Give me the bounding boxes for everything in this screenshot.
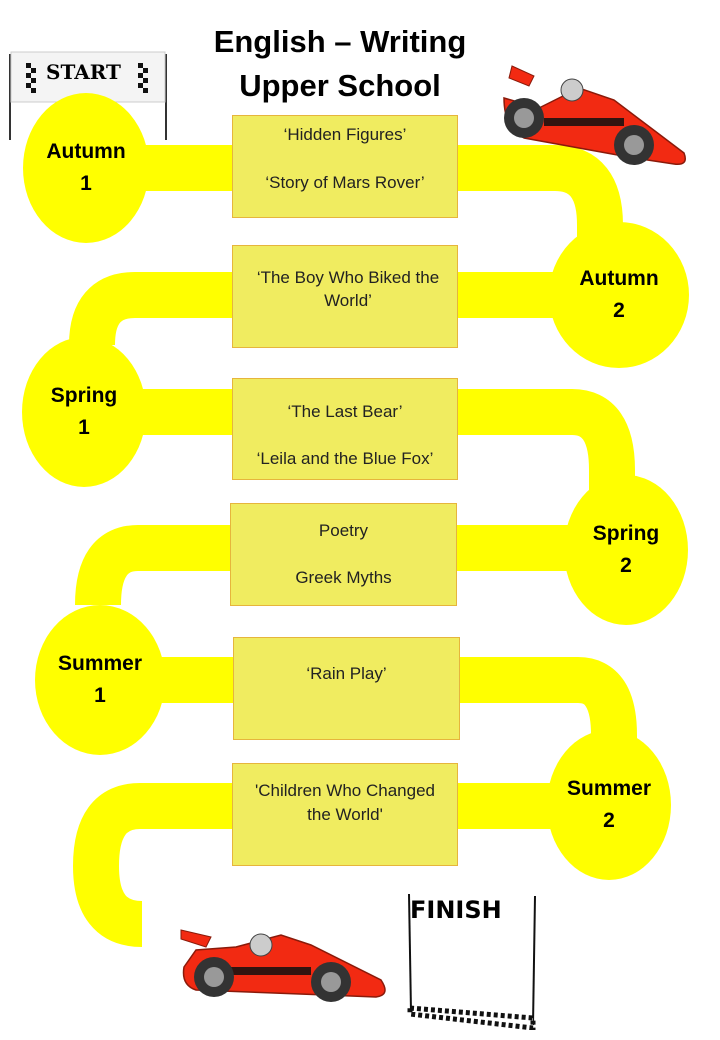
term-name: Spring [592, 522, 660, 545]
term-number: 1 [80, 172, 92, 195]
term-number: 2 [603, 809, 615, 832]
term-autumn-1: Autumn 1 [23, 93, 149, 243]
track-segment-2 [69, 272, 619, 346]
topic: Poetry [318, 521, 369, 540]
term-spring-1: Spring 1 [22, 337, 146, 487]
term-spring-2: Spring 2 [564, 475, 688, 625]
topic: ‘Hidden Figures’ [283, 125, 407, 144]
topic: ‘Leila and the Blue Fox’ [256, 449, 434, 468]
title-line-1: English – Writing [213, 24, 467, 59]
term-number: 2 [620, 554, 632, 577]
topic: ‘Rain Play’ [306, 664, 387, 683]
title-line-2: Upper School [239, 68, 441, 103]
finish-banner: FINISH [405, 890, 540, 1030]
topic: ‘The Boy Who Biked the World’ [256, 268, 440, 310]
term-number: 2 [613, 299, 625, 322]
term-number: 1 [78, 416, 90, 439]
term-name: Summer [57, 652, 143, 675]
topic-box-autumn-1: ‘Hidden Figures’ ‘Story of Mars Rover’ [232, 115, 458, 218]
topic-box-autumn-2: ‘The Boy Who Biked the World’ [232, 245, 458, 348]
topic-box-summer-2: 'Children Who Changed the World' [232, 763, 458, 866]
topic-box-spring-2: Poetry Greek Myths [230, 503, 457, 606]
track-segment-6 [72, 783, 609, 947]
term-name: Spring [50, 384, 118, 407]
topic: Greek Myths [295, 568, 392, 587]
term-number: 1 [94, 684, 106, 707]
term-summer-1: Summer 1 [35, 605, 165, 755]
track-segment-3 [84, 389, 635, 490]
topic: ‘Story of Mars Rover’ [265, 173, 425, 192]
term-autumn-2: Autumn 2 [549, 222, 689, 368]
finish-label: FINISH [410, 896, 502, 924]
term-summer-2: Summer 2 [547, 730, 671, 880]
term-name: Summer [566, 777, 652, 800]
race-car-icon [180, 929, 386, 1002]
topic-box-summer-1: ‘Rain Play’ [233, 637, 460, 740]
term-name: Autumn [579, 267, 659, 290]
topic: 'Children Who Changed the World' [255, 781, 435, 824]
term-name: Autumn [46, 140, 126, 163]
track-segment-1 [86, 145, 623, 260]
topic: ‘The Last Bear’ [287, 402, 403, 421]
race-car-icon [503, 65, 686, 166]
start-label: START [46, 60, 121, 84]
track-segment-4 [75, 525, 626, 606]
topic-box-spring-1: ‘The Last Bear’ ‘Leila and the Blue Fox’ [232, 378, 458, 480]
